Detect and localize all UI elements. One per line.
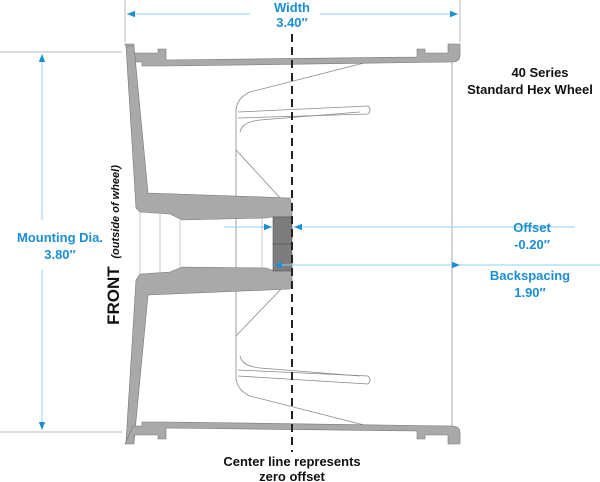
wheel-spokes: [235, 61, 453, 428]
extension-lines: [0, 0, 461, 433]
width-label: Width: [274, 0, 310, 15]
mounting-value: 3.80″: [44, 247, 76, 262]
offset-label: Offset: [513, 220, 551, 235]
mounting-label: Mounting Dia.: [17, 230, 103, 245]
backspacing-value: 1.90″: [514, 285, 546, 300]
width-value: 3.40″: [276, 15, 308, 30]
front-main: FRONT: [104, 266, 123, 325]
title-line1: 40 Series: [511, 65, 568, 80]
hex-nut: [272, 216, 293, 272]
title-line2: Standard Hex Wheel: [467, 82, 593, 97]
wheel-section: [124, 43, 461, 445]
svg-text:FRONT (outside of wheel): FRONT (outside of wheel): [104, 165, 123, 325]
centerline-line2: zero offset: [259, 469, 325, 482]
backspacing-label: Backspacing: [490, 268, 570, 283]
offset-value: -0.20″: [514, 237, 550, 252]
dimension-lines: [38, 10, 600, 430]
centerline-line1: Center line represents: [223, 454, 360, 469]
front-label: FRONT (outside of wheel): [104, 165, 123, 325]
front-sub: (outside of wheel): [110, 165, 122, 259]
bore-lines: [139, 212, 263, 274]
